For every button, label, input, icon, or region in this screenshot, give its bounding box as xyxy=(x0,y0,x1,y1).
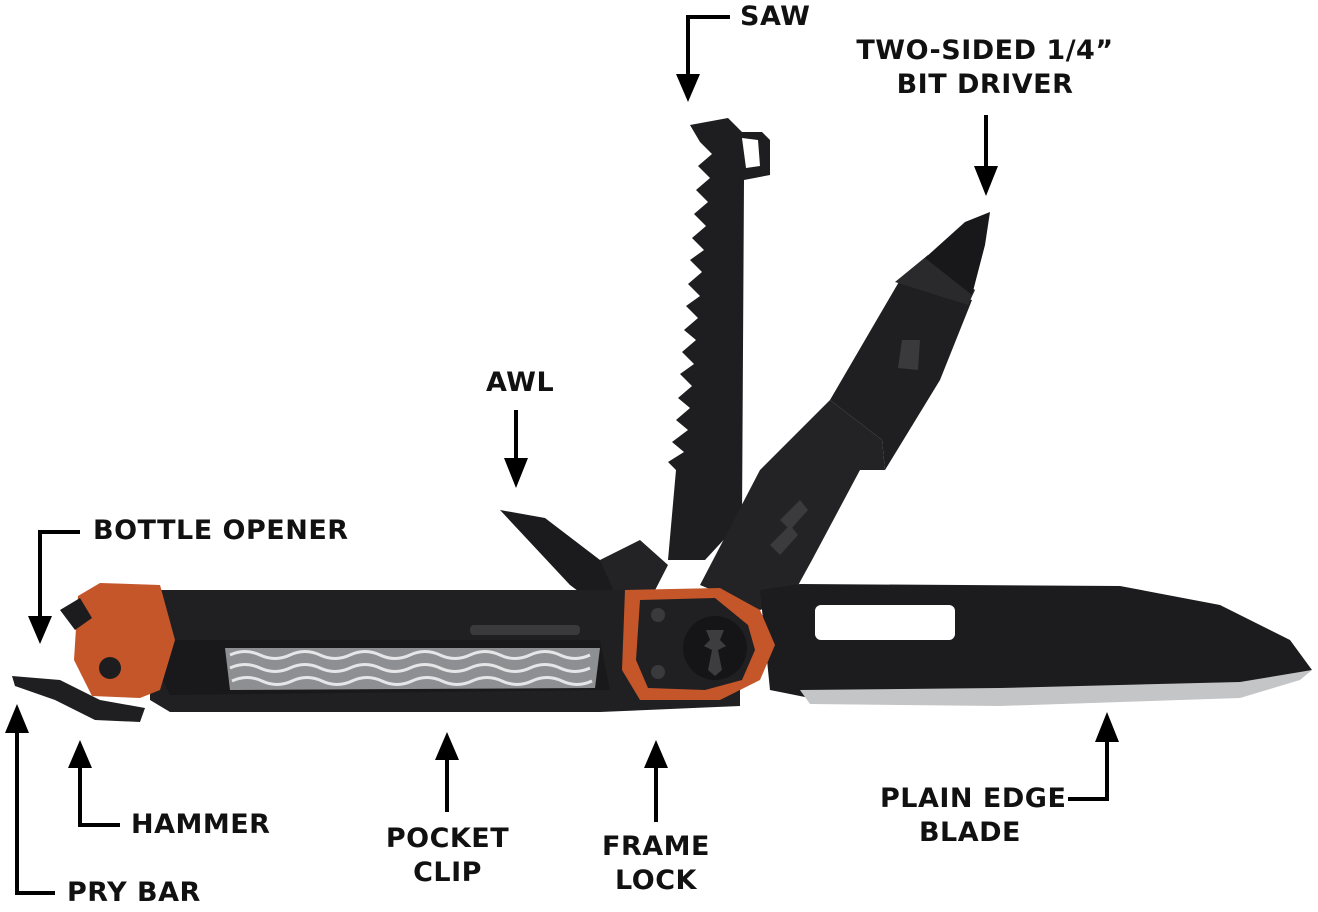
label-saw: SAW xyxy=(740,0,810,34)
plain-edge-arrow xyxy=(1068,738,1109,801)
multitool xyxy=(12,118,1312,722)
handle-scale-left xyxy=(74,583,175,698)
plain-edge-blade xyxy=(760,584,1312,706)
hammer-pry-head xyxy=(12,676,145,722)
saw-tool xyxy=(668,118,770,560)
label-pry-bar: PRY BAR xyxy=(67,876,201,910)
label-plain-edge-blade: PLAIN EDGE BLADE xyxy=(880,782,1067,850)
label-bit-driver-line1: TWO-SIDED 1/4” xyxy=(856,35,1114,66)
arrowheads xyxy=(5,74,1119,768)
pry-bar-arrow xyxy=(15,730,55,895)
saw-arrow xyxy=(686,15,730,78)
label-hammer-text: HAMMER xyxy=(131,809,271,840)
bottle-opener-arrow xyxy=(38,530,80,620)
bit-driver-tool xyxy=(700,212,990,610)
awl-tool xyxy=(500,510,640,615)
label-awl: AWL xyxy=(486,366,554,400)
label-pocket-clip-line2: CLIP xyxy=(413,857,482,888)
label-bottle-opener: BOTTLE OPENER xyxy=(93,514,349,548)
hammer-arrow xyxy=(78,765,120,827)
pocket-clip-part xyxy=(158,640,610,695)
label-frame-lock-line1: FRAME xyxy=(602,831,710,862)
label-pocket-clip: POCKET CLIP xyxy=(380,822,515,890)
label-bit-driver: TWO-SIDED 1/4” BIT DRIVER xyxy=(850,34,1120,102)
label-saw-text: SAW xyxy=(740,1,811,32)
callout-arrows xyxy=(15,15,1109,895)
label-plain-edge-line2: BLADE xyxy=(918,817,1022,848)
label-frame-lock-line2: LOCK xyxy=(615,865,697,896)
label-bottle-opener-text: BOTTLE OPENER xyxy=(93,515,349,546)
label-bit-driver-line2: BIT DRIVER xyxy=(896,69,1074,100)
label-pocket-clip-line1: POCKET xyxy=(385,823,510,854)
label-hammer: HAMMER xyxy=(131,808,270,842)
gerber-logo-icon xyxy=(704,630,726,676)
label-plain-edge-line1: PLAIN EDGE xyxy=(880,783,1067,814)
label-pry-bar-text: PRY BAR xyxy=(67,877,201,908)
label-awl-text: AWL xyxy=(486,367,555,398)
label-frame-lock: FRAME LOCK xyxy=(596,830,716,898)
